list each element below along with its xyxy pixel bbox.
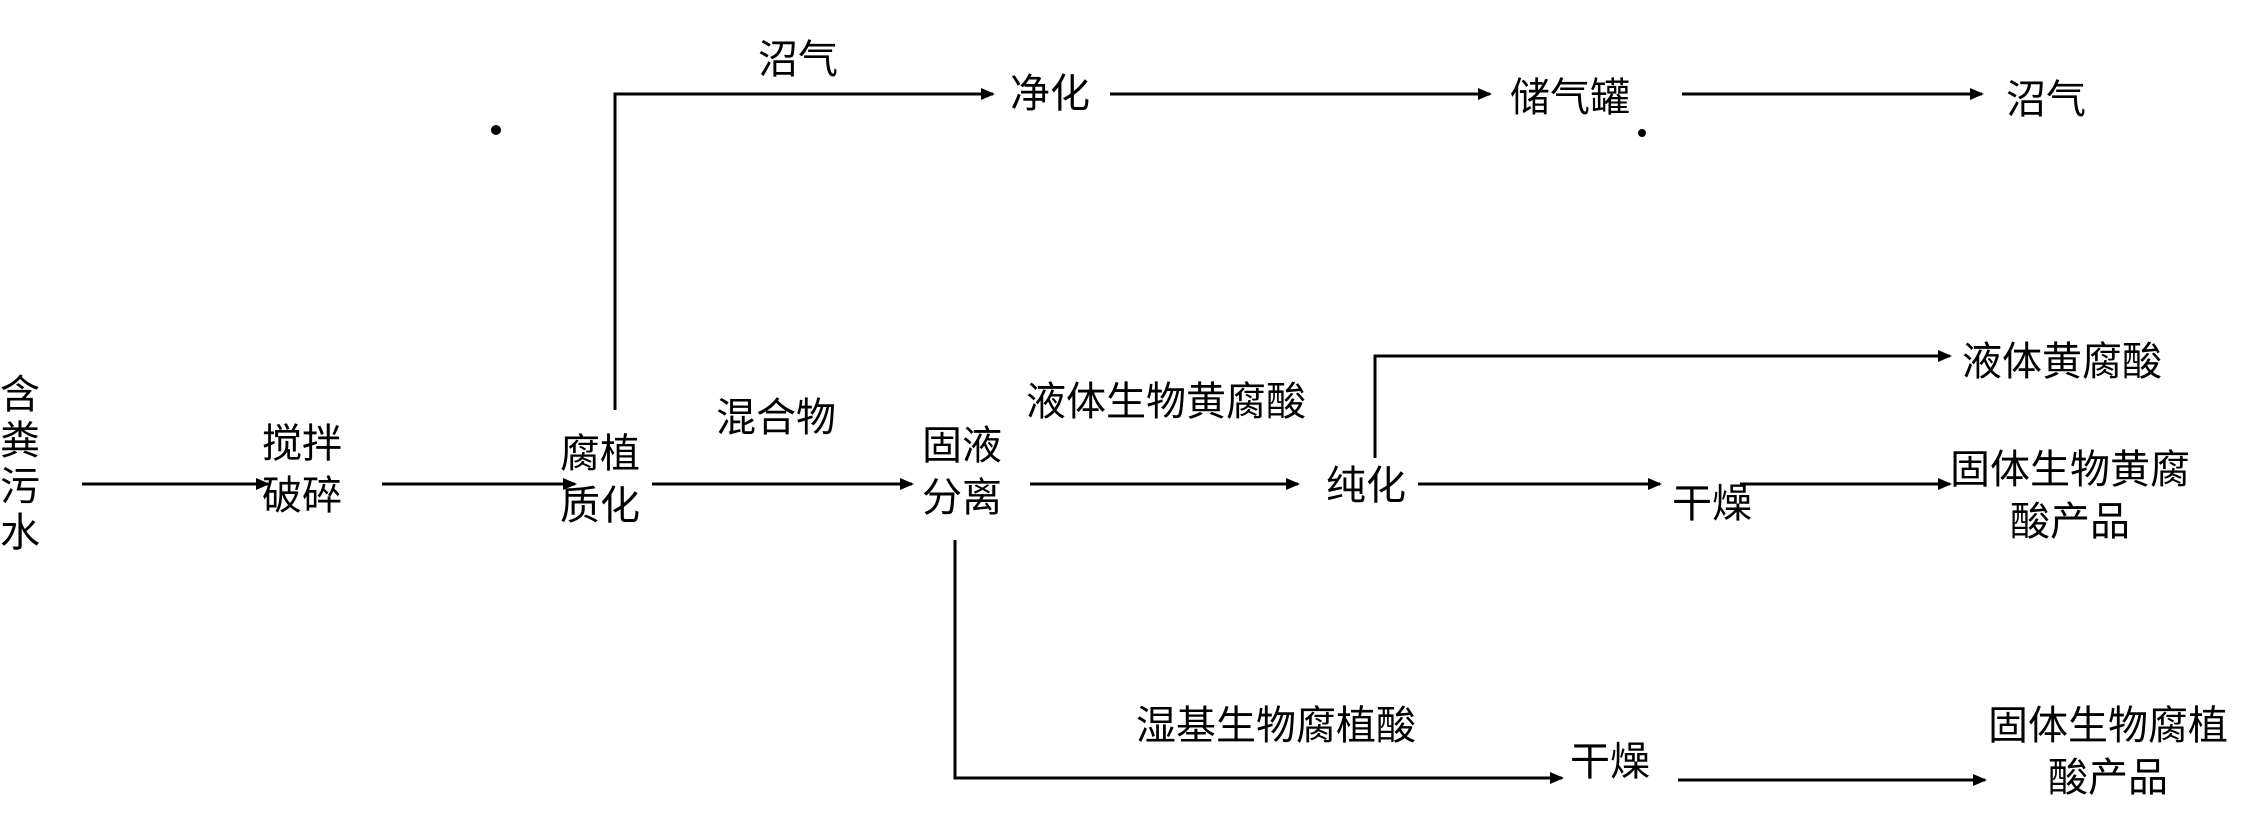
node-dry-2: 干燥 bbox=[1570, 739, 1650, 785]
node-liquid-fulvic: 液体黄腐酸 bbox=[1962, 339, 2162, 385]
node-biogas-out: 沼气 bbox=[2006, 77, 2086, 123]
node-separate: 固液 分离 bbox=[922, 423, 1002, 521]
arrow-separate-to-dry2 bbox=[953, 540, 1564, 784]
node-solid-humic: 固体生物腐植 酸产品 bbox=[1988, 703, 2228, 801]
edge-label-mixture: 混合物 bbox=[716, 395, 836, 441]
arrow-purify-to-liquid-fulvic bbox=[1373, 350, 1952, 458]
node-solid-fulvic: 固体生物黄腐 酸产品 bbox=[1950, 447, 2190, 545]
stray-dot bbox=[1638, 129, 1646, 137]
node-dry-1: 干燥 bbox=[1672, 481, 1752, 527]
node-humify: 腐植 质化 bbox=[560, 431, 640, 529]
node-stir: 搅拌 破碎 bbox=[262, 421, 342, 519]
node-purify: 纯化 bbox=[1326, 463, 1406, 509]
edge-label-liquid-bio-fulvic: 液体生物黄腐酸 bbox=[1026, 379, 1306, 425]
edge-label-wet-humic: 湿基生物腐植酸 bbox=[1136, 703, 1416, 749]
node-tank: 储气罐 bbox=[1510, 75, 1630, 121]
stray-dot bbox=[491, 125, 501, 135]
arrow-humify-to-clean bbox=[613, 88, 995, 410]
edge-label-biogas: 沼气 bbox=[758, 37, 838, 83]
node-clean: 净化 bbox=[1010, 71, 1090, 117]
node-input: 含 粪 污 水 bbox=[0, 372, 40, 556]
